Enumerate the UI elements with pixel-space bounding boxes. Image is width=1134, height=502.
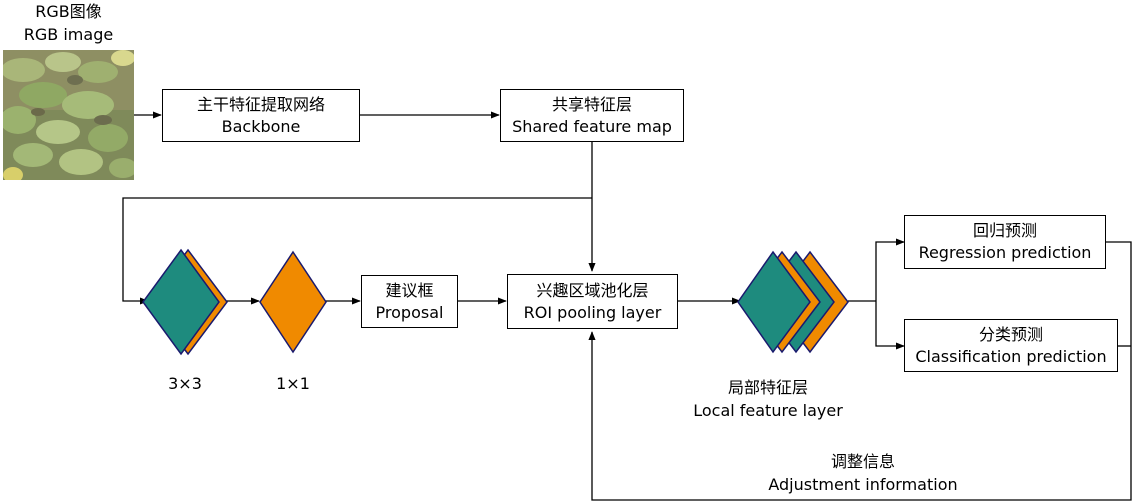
rgb-image-photo [3,50,134,180]
adjust-cn: 调整信息 [830,452,895,471]
roi-en: ROI pooling layer [523,302,662,322]
classification-cn: 分类预测 [978,324,1043,344]
adjustment-label: 调整信息 Adjustment information [730,450,996,496]
arrow-regression-feedback [588,241,1132,501]
shared-en: Shared feature map [512,116,672,136]
backbone-box: 主干特征提取网络 Backbone [162,89,360,142]
local-feature-block [737,250,849,354]
proposal-en: Proposal [375,302,444,322]
backbone-cn: 主干特征提取网络 [196,94,325,114]
roi-cn: 兴趣区域池化层 [536,280,649,300]
adjust-en: Adjustment information [768,475,958,494]
input-title: RGB图像 RGB image [3,0,134,46]
backbone-en: Backbone [221,116,301,136]
local-diamond-1 [737,250,811,354]
conv3-front-diamond [142,248,220,356]
shared-feature-box: 共享特征层 Shared feature map [500,89,684,142]
classification-box: 分类预测 Classification prediction [904,319,1118,372]
regression-box: 回归预测 Regression prediction [904,215,1106,269]
proposal-cn: 建议框 [385,280,434,300]
regression-cn: 回归预测 [972,221,1037,240]
local-feature-label: 局部特征层 Local feature layer [668,376,868,422]
proposal-box: 建议框 Proposal [361,275,458,328]
regression-en: Regression prediction [918,243,1092,262]
input-title-cn: RGB图像 [35,2,102,21]
arrow-to-classification [875,301,905,350]
input-title-en: RGB image [23,25,114,44]
local-en: Local feature layer [693,401,843,420]
local-cn: 局部特征层 [727,378,808,397]
conv3-label: 3×3 [168,374,202,393]
classification-en: Classification prediction [915,346,1107,366]
arrow-to-regression [875,238,905,301]
arrow-shared-to-conv3 [122,197,592,305]
shared-cn: 共享特征层 [551,94,632,114]
conv1-diamond [259,250,327,354]
conv3-block [142,248,228,356]
conv1-label: 1×1 [276,374,310,393]
roi-pooling-box: 兴趣区域池化层 ROI pooling layer [507,274,678,329]
